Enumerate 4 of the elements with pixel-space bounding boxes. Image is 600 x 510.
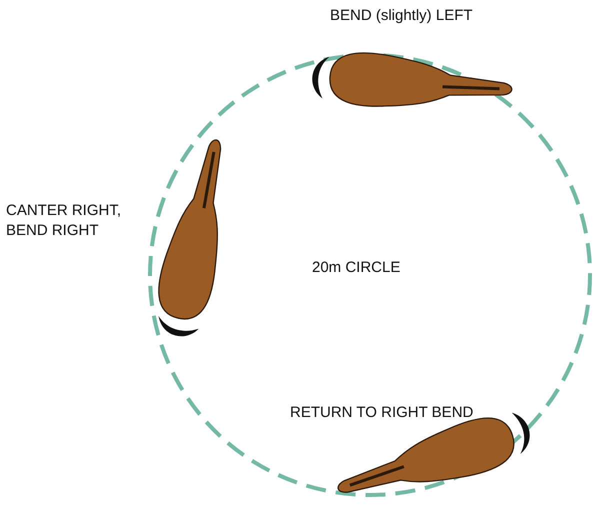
label-text: RETURN TO RIGHT BEND [290, 403, 474, 423]
label-text: BEND (slightly) LEFT [330, 6, 473, 26]
label-text: 20m CIRCLE [312, 258, 400, 278]
label-text: CANTER RIGHT, BEND RIGHT [6, 201, 122, 242]
